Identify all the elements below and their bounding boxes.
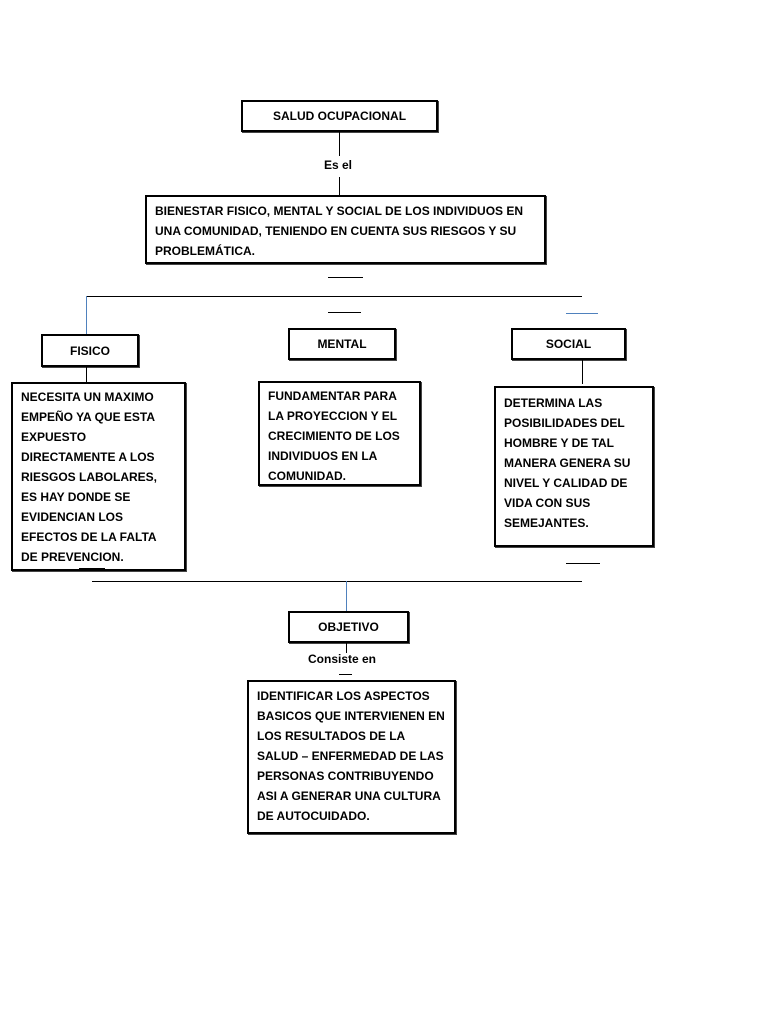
definition-text: BIENESTAR FISICO, MENTAL Y SOCIAL DE LOS… (155, 204, 524, 258)
link-label-es-el: Es el (324, 158, 353, 172)
branch-text-mental: FUNDAMENTAR PARA LA PROYECCION Y EL CREC… (268, 389, 400, 483)
connector-objetivo-down (346, 643, 347, 653)
connector-social-down (582, 360, 583, 384)
definition-node: BIENESTAR FISICO, MENTAL Y SOCIAL DE LOS… (145, 195, 546, 264)
connector-dash (328, 277, 363, 278)
connector-dash-mental (328, 312, 361, 313)
branch-label-social: SOCIAL (545, 337, 592, 351)
link-label-consiste-en: Consiste en (308, 652, 377, 666)
branch-description-fisico: NECESITA UN MAXIMO EMPEÑO YA QUE ESTA EX… (11, 382, 186, 571)
branch-description-mental: FUNDAMENTAR PARA LA PROYECCION Y EL CREC… (258, 381, 421, 486)
connector-fisico-bottom-dash (79, 568, 105, 569)
connector-root-down (339, 132, 340, 156)
branch-description-social: DETERMINA LAS POSIBILIDADES DEL HOMBRE Y… (494, 386, 654, 547)
connector-fisico-down (86, 367, 87, 383)
branch-node-fisico: FISICO (41, 334, 139, 367)
branch-label-fisico: FISICO (69, 343, 110, 358)
connector-social-bottom-dash (566, 563, 600, 564)
branch-node-social: SOCIAL (511, 328, 626, 360)
objective-node: OBJETIVO (288, 611, 409, 643)
objective-description: IDENTIFICAR LOS ASPECTOS BASICOS QUE INT… (247, 680, 456, 834)
connector-branch-bar (86, 296, 582, 297)
root-node-salud-ocupacional: SALUD OCUPACIONAL (241, 100, 438, 132)
branch-node-mental: MENTAL (288, 328, 396, 360)
connector-bottom-bar (92, 581, 582, 582)
connector-consiste-dash (339, 674, 352, 675)
root-node-label: SALUD OCUPACIONAL (272, 109, 407, 123)
connector-to-fisico (86, 296, 87, 334)
objective-label: OBJETIVO (318, 620, 379, 634)
branch-label-mental: MENTAL (317, 337, 367, 351)
branch-text-fisico: NECESITA UN MAXIMO EMPEÑO YA QUE ESTA EX… (21, 390, 158, 564)
connector-dash-social (566, 313, 598, 314)
connector-to-objetivo (346, 581, 347, 612)
connector-es-el-down (339, 177, 340, 196)
branch-text-social: DETERMINA LAS POSIBILIDADES DEL HOMBRE Y… (504, 396, 631, 530)
objective-text: IDENTIFICAR LOS ASPECTOS BASICOS QUE INT… (257, 689, 445, 823)
